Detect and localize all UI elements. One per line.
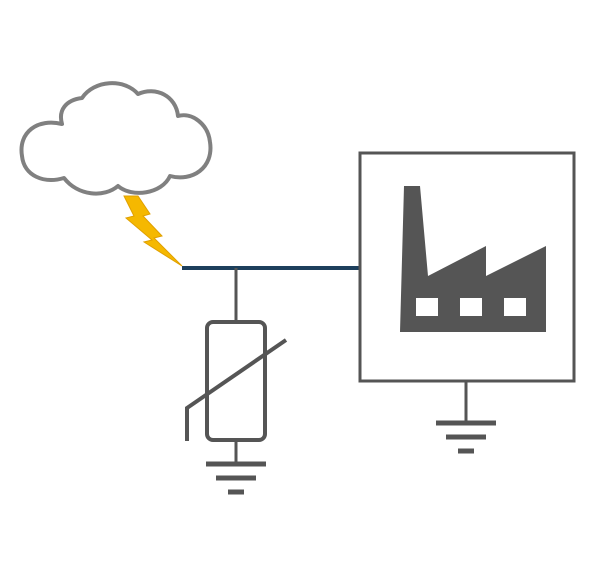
protected-facility (358, 151, 576, 422)
ground-symbol-icon (206, 461, 266, 495)
ground-symbol-icon (436, 420, 496, 454)
lightning-bolt-icon (123, 195, 183, 267)
factory-icon (400, 186, 546, 332)
surge-arrester-icon (185, 268, 288, 463)
cloud-icon (19, 81, 213, 196)
